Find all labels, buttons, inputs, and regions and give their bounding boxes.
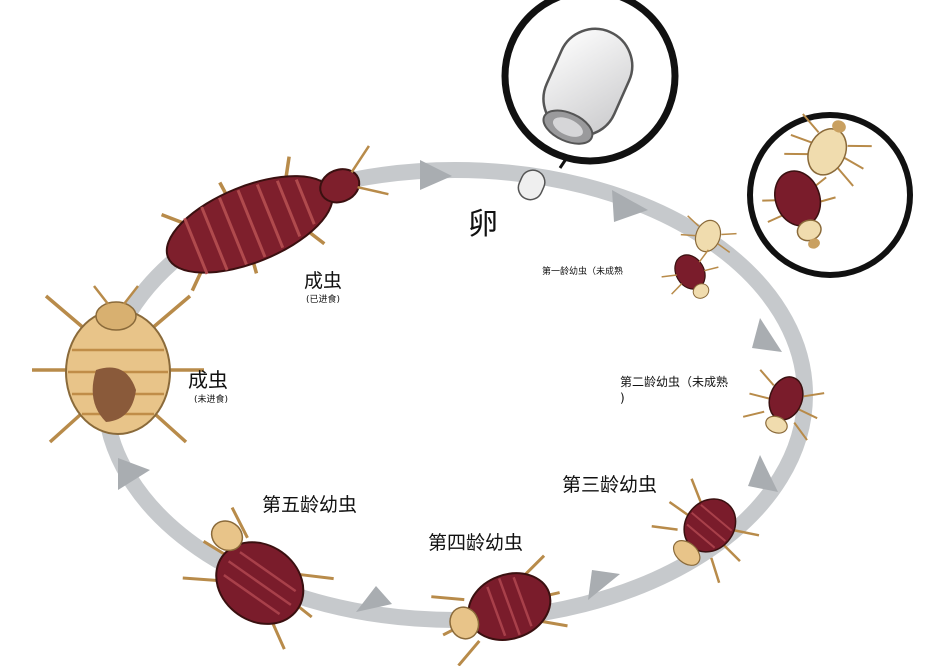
adult-unfed-icon bbox=[32, 285, 204, 444]
third-instar-label: 第三龄幼虫 bbox=[562, 474, 658, 496]
fourth-instar-icon bbox=[431, 554, 568, 667]
egg-label: 卵 bbox=[468, 207, 498, 242]
fourth-instar-label: 第四龄幼虫 bbox=[428, 532, 524, 554]
second-instar-icon bbox=[742, 369, 825, 441]
arrow-icon bbox=[748, 455, 778, 492]
fed-nymph-icon bbox=[762, 170, 836, 249]
fifth-instar-icon bbox=[182, 506, 334, 650]
second-instar-label-cont: ) bbox=[620, 391, 625, 405]
first-instar-magnifier bbox=[747, 112, 913, 278]
arrow-icon bbox=[420, 160, 452, 190]
adult-unfed-note: (未进食) bbox=[194, 395, 229, 405]
pale-nymph-icon bbox=[784, 113, 872, 187]
adult-unfed-label: 成虫 bbox=[188, 368, 228, 392]
ring-arrows bbox=[118, 160, 782, 612]
egg-magnifier bbox=[501, 0, 679, 201]
fifth-instar-label: 第五龄幼虫 bbox=[262, 494, 358, 516]
arrow-icon bbox=[356, 586, 392, 612]
second-instar-label: 第二龄幼虫（未成熟 bbox=[620, 375, 729, 389]
first-instar-icon bbox=[661, 215, 737, 299]
third-instar-icon bbox=[651, 478, 760, 584]
arrow-icon bbox=[588, 570, 620, 600]
adult-fed-label: 成虫 bbox=[304, 270, 343, 292]
first-instar-label: 第一龄幼虫（未成熟 bbox=[542, 267, 624, 277]
arrow-icon bbox=[118, 458, 150, 490]
arrow-icon bbox=[612, 190, 648, 222]
arrow-icon bbox=[752, 318, 782, 352]
adult-fed-icon bbox=[160, 145, 389, 292]
adult-fed-note: (已进食) bbox=[306, 295, 341, 305]
egg-icon bbox=[542, 27, 634, 145]
